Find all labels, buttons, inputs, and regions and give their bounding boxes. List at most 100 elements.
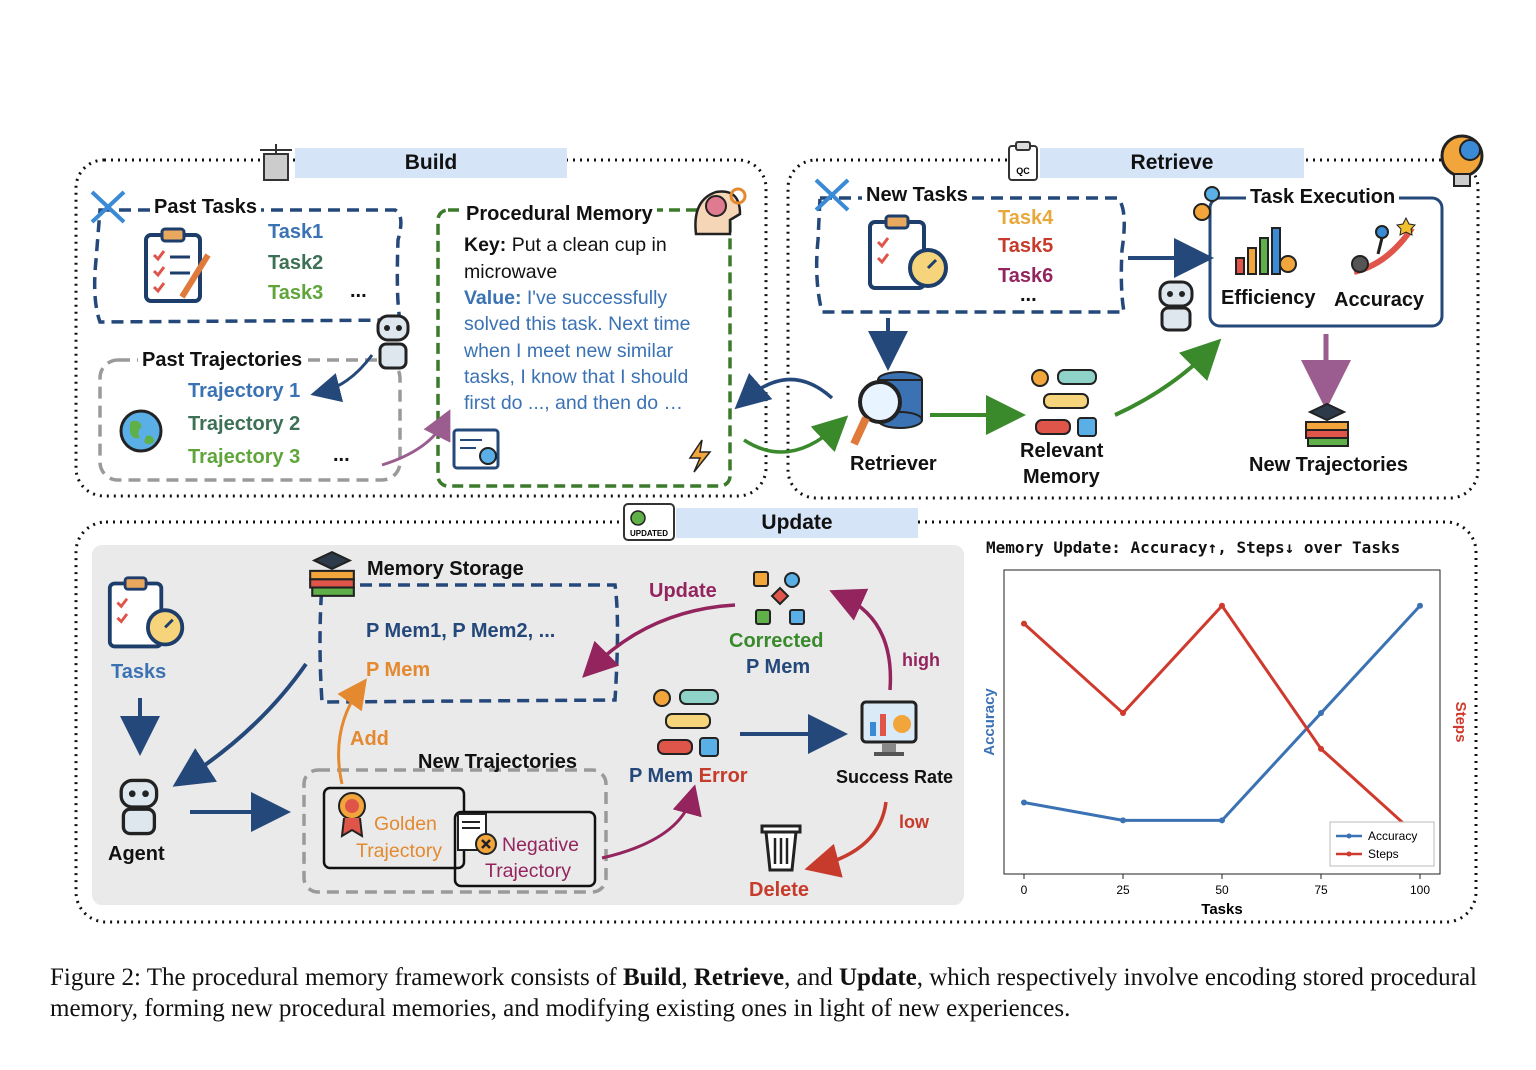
- x-axis-label: Tasks: [1201, 901, 1242, 918]
- high-label: high: [902, 650, 940, 670]
- y-axis-label-right: Steps: [1452, 702, 1469, 743]
- caption-retrieve: Retrieve: [693, 964, 785, 991]
- task-2: Task2: [268, 252, 324, 274]
- pmem-label: P Mem: [366, 659, 431, 681]
- new-tasks-more: ...: [1020, 284, 1037, 306]
- retriever-db-icon: [850, 371, 923, 446]
- legend-swatch-dot: [1346, 851, 1352, 857]
- legend-swatch-dot: [1346, 833, 1352, 839]
- series-point-steps: [1120, 710, 1126, 717]
- series-point-steps: [1318, 745, 1324, 752]
- task-5: Task5: [998, 235, 1054, 257]
- y-axis-label-left: Accuracy: [981, 688, 998, 756]
- x-tick-label: 100: [1410, 883, 1430, 897]
- delete-label: Delete: [749, 879, 810, 901]
- task-timer-icon: [868, 214, 948, 290]
- agent-label: Agent: [108, 843, 165, 865]
- success-rate-label: Success Rate: [836, 767, 954, 787]
- memory-error-icon: [653, 689, 719, 757]
- key-label: Key:: [464, 234, 507, 256]
- series-point-accuracy: [1417, 602, 1423, 609]
- books-graduation-icon-2: [309, 551, 355, 597]
- caption-build: Build: [623, 964, 682, 991]
- x-tick-label: 50: [1215, 883, 1229, 897]
- figure-caption: Figure 2: The procedural memory framewor…: [50, 962, 1490, 1024]
- globe-icon: [119, 409, 163, 453]
- series-line-steps: [1022, 603, 1422, 840]
- value-line-4: tasks, I know that I should: [464, 366, 689, 388]
- golden-line-1: Golden: [374, 813, 437, 835]
- relevant-memory-icon: [1031, 369, 1097, 437]
- building-icon: [260, 144, 292, 181]
- caption-sep1: ,: [681, 964, 694, 991]
- x-tick-label: 0: [1021, 883, 1028, 897]
- corrected-line-1: Corrected: [729, 630, 824, 652]
- pmem-error-b: Error: [698, 765, 748, 787]
- update-label: Update: [649, 580, 717, 602]
- relevant-memory-line-2: Memory: [1023, 466, 1100, 488]
- trajectory-2: Trajectory 2: [188, 413, 301, 435]
- key-line-2: microwave: [464, 261, 558, 283]
- value-line-5: first do ..., and then do …: [464, 392, 683, 414]
- updated-badge-icon: UPDATED: [623, 503, 675, 541]
- task-3: Task3: [268, 282, 324, 304]
- medal-icon: [338, 792, 366, 838]
- pmem-list: P Mem1, P Mem2, ...: [366, 620, 556, 642]
- robot-icon-2: [1158, 280, 1194, 332]
- trajectories-more: ...: [333, 444, 350, 466]
- brain-icon: [694, 187, 747, 236]
- negative-line-1: Negative: [502, 834, 579, 856]
- trajectory-3: Trajectory 3: [188, 446, 301, 468]
- qc-clipboard-icon: QC: [1008, 141, 1038, 181]
- updated-badge-text: UPDATED: [630, 529, 668, 538]
- value-line-3: when I meet new similar: [464, 340, 674, 362]
- update-grey-area: [92, 545, 964, 905]
- pmem-error-label: P Mem Error: [629, 765, 748, 788]
- new-trajectories-title: New Trajectories: [418, 751, 577, 773]
- monitor-chart-icon: [860, 700, 918, 756]
- efficiency-chart-icon: [1235, 227, 1297, 275]
- chart-title: Memory Update: Accuracy↑, Steps↓ over Ta…: [986, 538, 1401, 557]
- tasks-label: Tasks: [111, 661, 167, 683]
- trajectory-1: Trajectory 1: [188, 380, 301, 402]
- negative-line-2: Trajectory: [485, 860, 571, 882]
- memory-storage-title: Memory Storage: [367, 558, 524, 580]
- legend-box: [1329, 821, 1435, 867]
- tasks-more: ...: [350, 280, 367, 302]
- flow-chart-icon: [753, 571, 805, 625]
- task-4: Task4: [998, 207, 1054, 229]
- agent-robot-icon: [119, 778, 159, 836]
- golden-line-2: Trajectory: [356, 840, 442, 862]
- caption-prefix: Figure 2: The procedural memory framewor…: [50, 964, 623, 991]
- lightbulb-gear-icon: [1440, 134, 1484, 187]
- series-point-accuracy: [1021, 799, 1027, 806]
- task-6: Task6: [998, 265, 1054, 287]
- tools-icon: [90, 190, 126, 224]
- books-graduation-icon: [1305, 402, 1349, 447]
- value-line-1: Value: I've successfully: [464, 287, 667, 310]
- procedural-memory-title: Procedural Memory: [462, 203, 657, 226]
- new-trajectories-label: New Trajectories: [1249, 454, 1408, 476]
- trash-icon: [760, 824, 802, 872]
- value-label: Value:: [464, 287, 522, 309]
- key-line-1: Key: Put a clean cup in: [464, 234, 667, 257]
- series-point-accuracy: [1120, 817, 1126, 824]
- past-trajectories-title: Past Trajectories: [138, 349, 307, 372]
- x-tick-label: 75: [1314, 883, 1328, 897]
- series-point-accuracy: [1219, 817, 1225, 824]
- series-point-accuracy: [1318, 710, 1324, 717]
- robot-icon: [376, 314, 410, 370]
- svg-text:QC: QC: [1016, 166, 1030, 176]
- task-1: Task1: [268, 221, 324, 243]
- x-tick-label: 25: [1116, 883, 1130, 897]
- build-header: Build: [295, 148, 567, 178]
- caption-suffix: , which respectively involve encoding st…: [50, 964, 1477, 1022]
- caption-sep2: , and: [784, 964, 839, 991]
- value-line-2: solved this task. Next time: [464, 313, 691, 335]
- document-x-icon: [457, 813, 497, 855]
- relevant-memory-line-1: Relevant: [1020, 440, 1104, 462]
- lightning-icon: [688, 439, 712, 473]
- legend-label: Steps: [1368, 847, 1399, 861]
